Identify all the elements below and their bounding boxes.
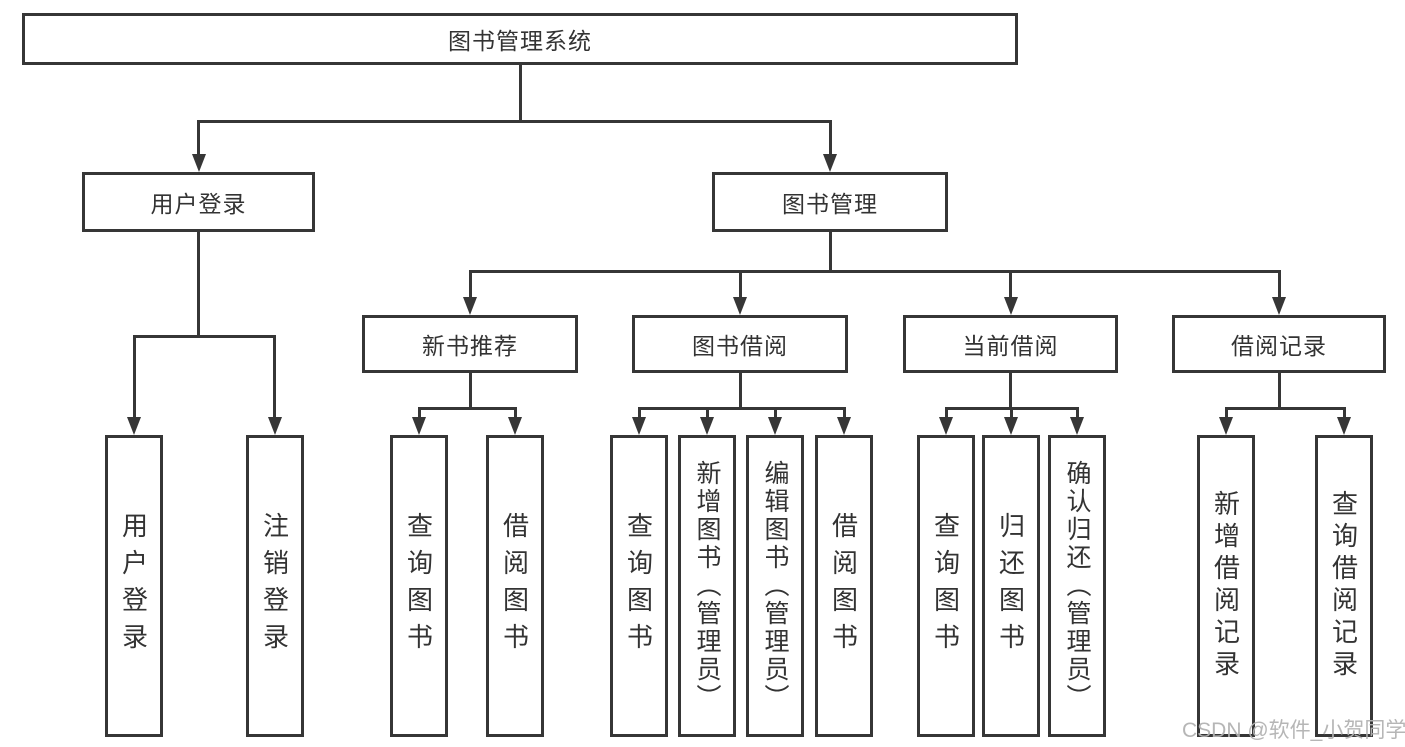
node-user-login: 用户登录 — [82, 172, 315, 232]
leaf-return-books: 归还图书 — [982, 435, 1040, 737]
leaf-query-borrow-record: 查询借阅记录 — [1315, 435, 1373, 737]
node-current-borrowing: 当前借阅 — [903, 315, 1118, 373]
connector-drop — [944, 407, 948, 418]
connector-drop — [197, 120, 200, 155]
leaf-query-books-borrowing: 查询图书 — [610, 435, 668, 737]
arrowhead-down-icon — [768, 417, 782, 435]
connector-branch-line — [417, 407, 517, 410]
leaf-confirm-return-admin: 确认归还（管理员） — [1048, 435, 1106, 737]
connector-branch-line — [197, 120, 832, 123]
connector-stem — [197, 232, 200, 338]
connector-branch-line — [1224, 407, 1346, 410]
arrowhead-down-icon — [1004, 417, 1018, 435]
arrowhead-down-icon — [700, 417, 714, 435]
connector-drop — [417, 407, 421, 418]
leaf-edit-books-admin: 编辑图书（管理员） — [746, 435, 804, 737]
connector-stem — [1277, 373, 1281, 410]
arrowhead-down-icon — [267, 417, 282, 435]
arrowhead-down-icon — [1003, 297, 1018, 315]
arrowhead-down-icon — [508, 417, 522, 435]
arrowhead-down-icon — [1070, 417, 1084, 435]
node-book-borrowing: 图书借阅 — [632, 315, 848, 373]
node-book-management: 图书管理 — [712, 172, 948, 232]
connector-stem — [468, 373, 472, 410]
arrowhead-down-icon — [191, 154, 206, 172]
leaf-logout: 注销登录 — [246, 435, 304, 737]
connector-stem — [518, 65, 522, 123]
node-borrowing-records: 借阅记录 — [1172, 315, 1386, 373]
connector-drop — [738, 270, 742, 298]
leaf-user-login: 用户登录 — [105, 435, 163, 737]
leaf-borrow-books-recommend: 借阅图书 — [486, 435, 544, 737]
connector-drop — [637, 407, 641, 418]
connector-drop — [273, 335, 276, 418]
arrowhead-down-icon — [1219, 417, 1233, 435]
arrowhead-down-icon — [1272, 297, 1286, 315]
node-new-book-recommend: 新书推荐 — [362, 315, 578, 373]
connector-drop — [513, 407, 517, 418]
arrowhead-down-icon — [127, 417, 141, 435]
csdn-watermark: CSDN @软件_小贺同学 — [1182, 719, 1405, 742]
connector-branch-line — [132, 335, 276, 338]
arrowhead-down-icon — [632, 417, 646, 435]
connector-branch-line — [468, 270, 1281, 273]
connector-drop — [1277, 270, 1281, 298]
leaf-add-borrow-record: 新增借阅记录 — [1197, 435, 1255, 737]
connector-drop — [1224, 407, 1228, 418]
connector-drop — [1009, 270, 1012, 298]
leaf-add-books-admin: 新增图书（管理员） — [678, 435, 736, 737]
connector-stem — [828, 232, 832, 273]
arrowhead-down-icon — [463, 297, 477, 315]
connector-drop — [132, 335, 136, 418]
connector-drop — [1342, 407, 1346, 418]
arrowhead-down-icon — [837, 417, 851, 435]
connector-drop — [773, 407, 777, 418]
connector-drop — [842, 407, 846, 418]
arrowhead-down-icon — [939, 417, 953, 435]
connector-stem — [738, 373, 742, 410]
leaf-query-books-recommend: 查询图书 — [390, 435, 448, 737]
leaf-borrow-books: 借阅图书 — [815, 435, 873, 737]
node-book-management-system: 图书管理系统 — [22, 13, 1018, 65]
connector-drop — [468, 270, 472, 298]
arrowhead-down-icon — [412, 417, 426, 435]
arrowhead-down-icon — [1337, 417, 1351, 435]
connector-drop — [1075, 407, 1079, 418]
connector-branch-line — [637, 407, 846, 410]
arrowhead-down-icon — [823, 154, 837, 172]
connector-stem — [1009, 373, 1012, 410]
leaf-query-books-current: 查询图书 — [917, 435, 975, 737]
connector-drop — [828, 120, 832, 155]
arrowhead-down-icon — [733, 297, 747, 315]
connector-drop — [1009, 407, 1013, 418]
connector-drop — [705, 407, 709, 418]
